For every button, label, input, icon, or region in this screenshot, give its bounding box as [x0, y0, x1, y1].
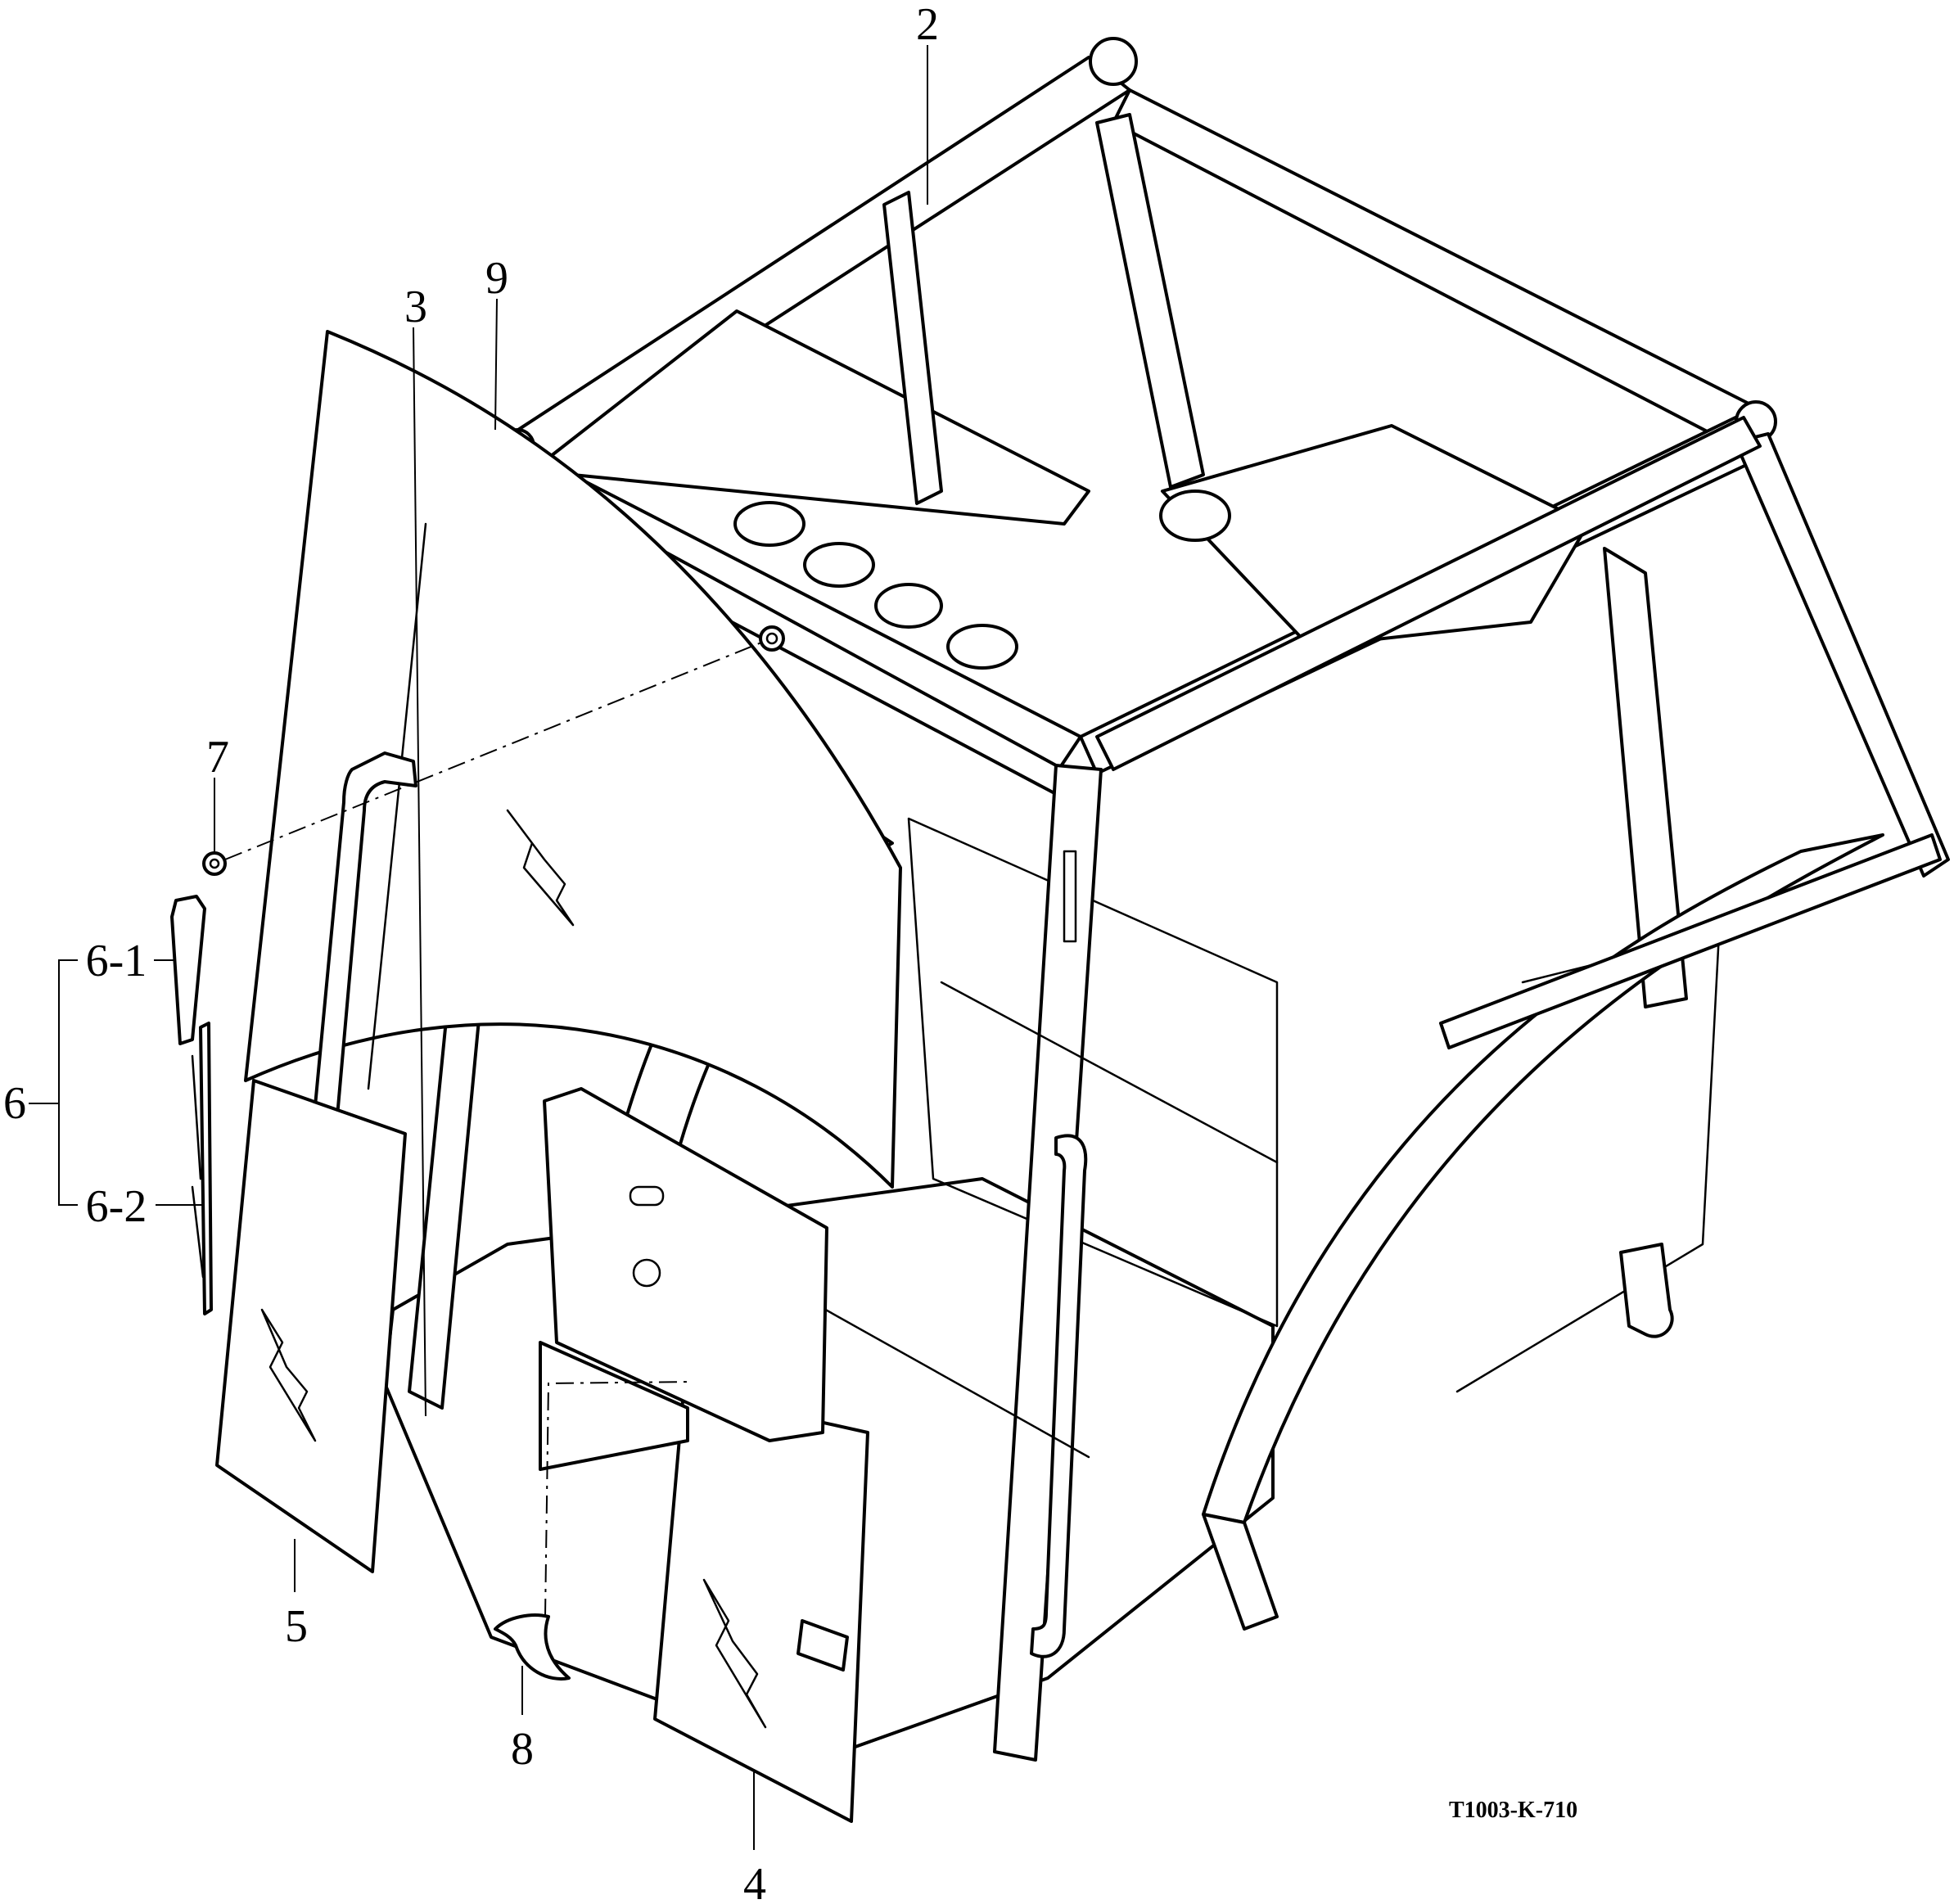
beam-hole-4: [946, 624, 1018, 670]
nut-hole: [209, 858, 220, 869]
assembly-lines: [224, 642, 762, 1617]
part-8-clip: [494, 1613, 571, 1681]
lower-left-glass: [215, 1079, 407, 1573]
rear-left-pillar: [882, 191, 943, 505]
part-6-wiper-assembly: [170, 895, 213, 1315]
nut: [202, 851, 227, 876]
right-fender-arch: [1202, 833, 1884, 1524]
beam-hole-2: [803, 542, 875, 588]
part-4-lower-right-glass: [653, 1390, 869, 1823]
callout-9: 9: [485, 253, 508, 304]
part-6-2-wiper-blade: [199, 1022, 213, 1315]
leader-6-bracket: [29, 959, 78, 1206]
callout-8: 8: [511, 1724, 534, 1775]
beam-hole-3: [874, 583, 943, 629]
beam-hole-1: [733, 501, 806, 547]
cab-floor-panel: [907, 817, 1279, 1328]
part-7-nut: [202, 851, 227, 876]
console-lower-plate: [539, 1341, 689, 1471]
dash-line-nut-to-motor: [224, 642, 762, 860]
right-fender-lower: [1202, 1513, 1279, 1631]
right-roof-brace: [1603, 547, 1688, 1008]
rear-lower-panel: [1161, 424, 1590, 648]
callout-3: 3: [404, 282, 427, 332]
callouts: 2 3 9 7 6 6-1 6-2 5 8 4 T1003-K-710: [3, 0, 1577, 1904]
callout-4: 4: [743, 1859, 766, 1904]
leader-lines: [29, 45, 928, 1850]
roof-corner-rear: [1089, 37, 1138, 86]
console-panel: [543, 1087, 828, 1442]
upper-windshield-glass: [244, 330, 902, 1189]
wiper-blade-detail: [191, 1054, 205, 1279]
wiper-motor: [759, 625, 785, 652]
leader-3: [413, 327, 426, 1417]
wiper-motor-shaft: [765, 632, 778, 645]
glass-reflection-4: [702, 1578, 767, 1729]
pillar-handle-bracket: [1063, 850, 1077, 943]
rear-mid-crossbar: [1095, 416, 1762, 771]
console-slot: [629, 1185, 665, 1207]
lower-right-glass-bracket: [796, 1619, 849, 1672]
pillar-grab-handle: [1030, 1134, 1088, 1658]
part-6-1-wiper-arm: [170, 895, 206, 1045]
front-right-pillar: [993, 764, 1103, 1762]
rear-panel-hole: [1159, 490, 1231, 542]
leader-9: [494, 298, 498, 431]
lower-right-glass: [653, 1390, 869, 1823]
clip: [494, 1613, 571, 1681]
callout-6: 6: [3, 1078, 26, 1129]
right-rear-pillar: [1734, 432, 1950, 878]
roof-frame-right-rail: [1112, 88, 1762, 448]
glass-reflection-5: [260, 1308, 317, 1442]
callout-5: 5: [285, 1601, 308, 1652]
right-lower-crossbar: [1439, 833, 1942, 1049]
part-9-wiper-motor: [759, 625, 785, 652]
callout-7: 7: [206, 732, 229, 783]
console-hole: [632, 1258, 661, 1288]
dash-line-clip: [544, 1381, 693, 1617]
callout-2: 2: [916, 0, 939, 50]
rear-center-pillar: [1095, 113, 1205, 489]
part-5-lower-left-glass: [215, 1079, 407, 1573]
rear-hinge-bracket: [1619, 1243, 1674, 1338]
front-console: [539, 1087, 828, 1471]
front-cross-beam: [530, 309, 1090, 526]
callout-6-1: 6-1: [86, 936, 147, 986]
drawing-code: T1003-K-710: [1449, 1798, 1577, 1823]
callout-6-2: 6-2: [86, 1181, 147, 1232]
glass-reflection-1: [506, 809, 575, 927]
